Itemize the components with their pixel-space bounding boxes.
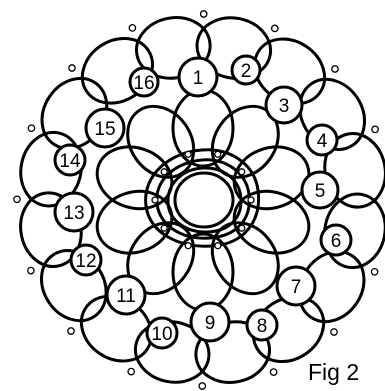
picot bbox=[28, 125, 34, 131]
picot bbox=[28, 267, 34, 273]
center-ring bbox=[175, 173, 233, 227]
numbered-ring: 2 bbox=[232, 56, 260, 84]
numbered-ring: 16 bbox=[130, 68, 158, 96]
numbered-ring: 11 bbox=[107, 276, 145, 314]
ring-number: 5 bbox=[315, 181, 326, 202]
numbered-ring: 9 bbox=[191, 303, 229, 341]
figure-caption: Fig 2 bbox=[308, 359, 359, 385]
picot bbox=[201, 11, 207, 17]
picot bbox=[270, 369, 276, 375]
picot bbox=[372, 126, 378, 132]
ring-number: 4 bbox=[317, 131, 328, 152]
picot bbox=[129, 25, 135, 31]
picot bbox=[239, 225, 245, 231]
ring-number: 1 bbox=[193, 68, 204, 89]
picot bbox=[68, 328, 74, 334]
ring-number: 16 bbox=[133, 73, 154, 94]
picot bbox=[215, 151, 221, 157]
ring-number: 7 bbox=[291, 277, 302, 298]
picot bbox=[14, 196, 20, 202]
picot bbox=[69, 65, 75, 71]
numbered-ring: 15 bbox=[86, 109, 124, 147]
picot bbox=[248, 197, 254, 203]
picot bbox=[332, 66, 338, 72]
ring-number: 8 bbox=[257, 316, 268, 337]
ring-number: 10 bbox=[151, 324, 172, 345]
numbered-ring: 7 bbox=[277, 267, 315, 305]
numbered-ring: 13 bbox=[55, 193, 93, 231]
picot bbox=[199, 383, 205, 389]
picot bbox=[161, 169, 167, 175]
numbered-ring: 3 bbox=[266, 87, 302, 123]
picot bbox=[371, 269, 377, 275]
ring-number: 9 bbox=[205, 313, 216, 334]
picot bbox=[185, 243, 191, 249]
picot bbox=[161, 225, 167, 231]
ring-number: 11 bbox=[116, 286, 136, 307]
numbered-ring: 12 bbox=[71, 245, 101, 275]
ring-number: 15 bbox=[94, 119, 115, 140]
numbered-ring: 10 bbox=[147, 318, 177, 348]
numbered-ring: 5 bbox=[302, 172, 338, 208]
picot bbox=[152, 197, 158, 203]
numbered-ring: 6 bbox=[321, 225, 351, 255]
picot bbox=[272, 25, 278, 31]
ring-number: 2 bbox=[241, 61, 252, 82]
picot bbox=[185, 151, 191, 157]
numbered-ring: 8 bbox=[247, 310, 277, 340]
picot bbox=[215, 243, 221, 249]
numbered-ring: 4 bbox=[307, 125, 337, 155]
ring-number: 3 bbox=[279, 96, 290, 117]
numbered-ring: 1 bbox=[179, 58, 217, 96]
ring-number: 14 bbox=[59, 151, 81, 172]
ring-number: 12 bbox=[75, 251, 96, 272]
numbered-ring: 14 bbox=[55, 145, 85, 175]
picot bbox=[331, 329, 337, 335]
picot bbox=[128, 368, 134, 374]
ring-number: 6 bbox=[331, 231, 342, 252]
ring-number: 13 bbox=[63, 203, 84, 224]
picot bbox=[239, 169, 245, 175]
